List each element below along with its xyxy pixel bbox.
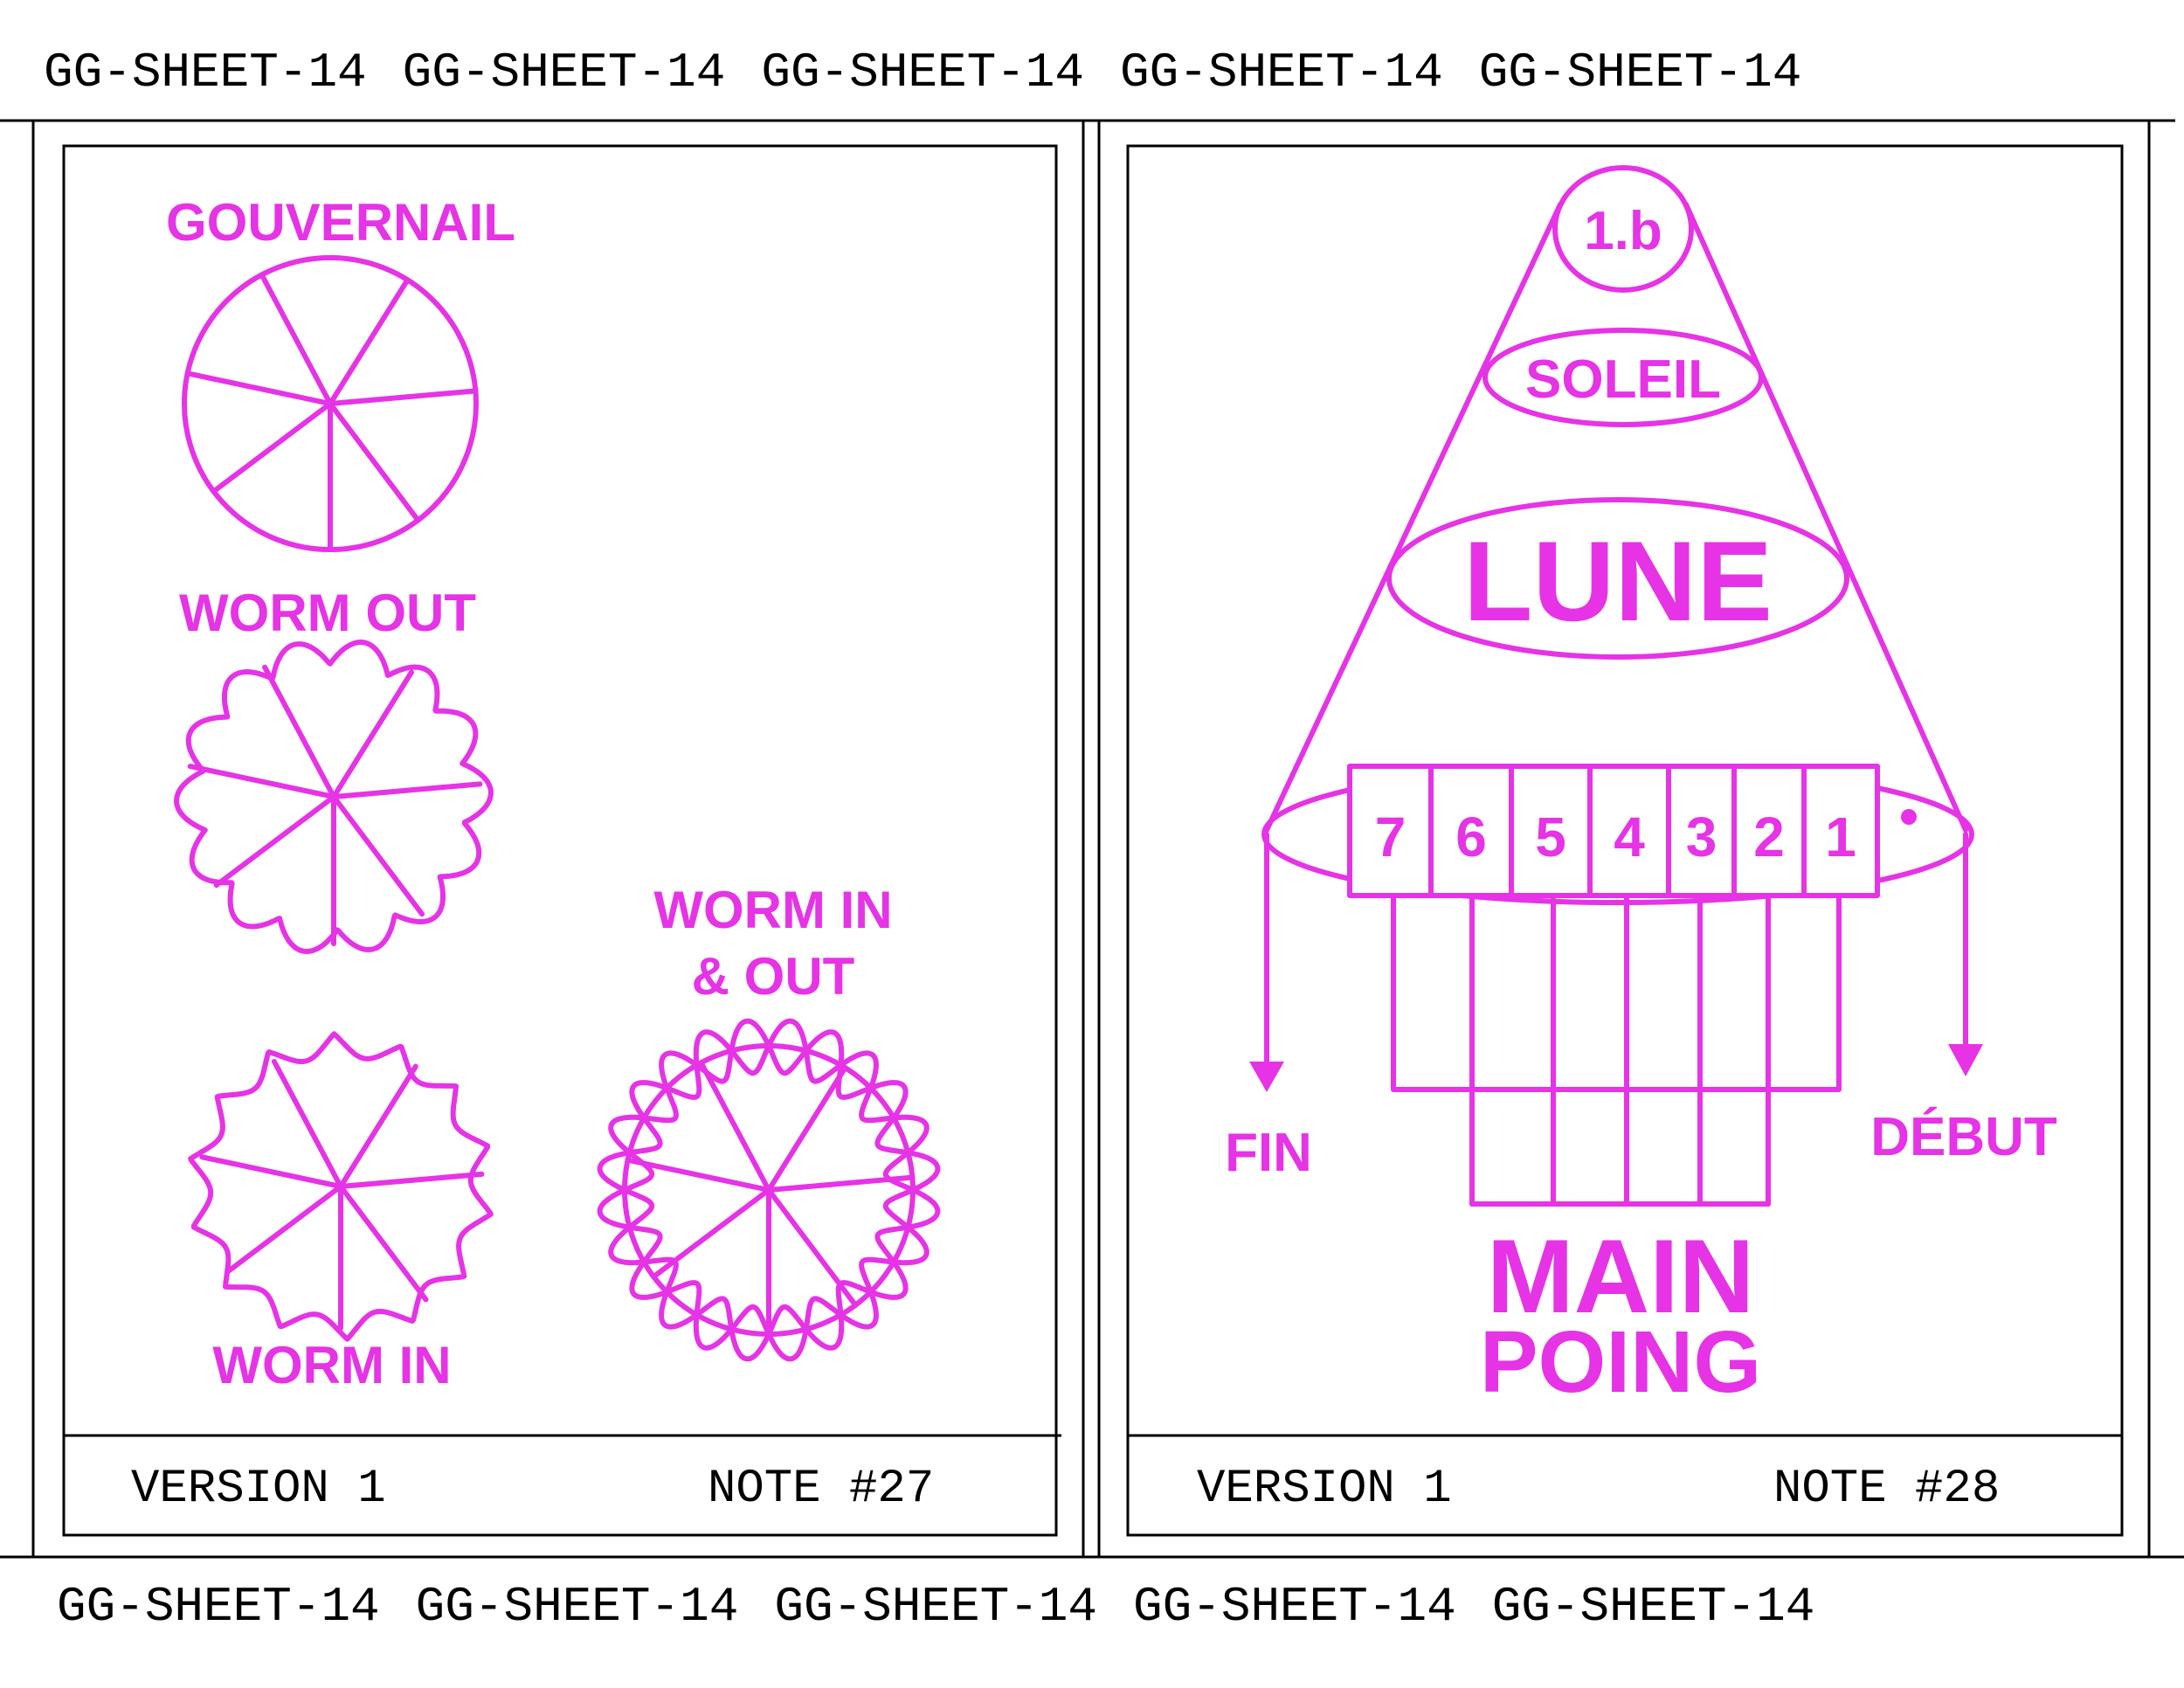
lune-label: LUNE [1463,517,1773,645]
cell-number: 1 [1825,806,1856,868]
sheet-frame [0,119,2184,1559]
spoke [338,1171,485,1189]
poing-label: POING [1480,1313,1761,1411]
gouvernail-wheel-icon [182,255,479,552]
soleil-ellipse [1482,328,1764,427]
worm-out-figure [174,640,494,954]
worm-in-label: WORM IN [212,1336,451,1394]
card-right-version: VERSION 1 [1197,1463,1452,1516]
header-band-item: GG-SHEET-14 [402,45,726,100]
cell-number: 5 [1535,806,1566,868]
spoke [199,1154,343,1189]
spoke [331,669,414,799]
cell-number: 2 [1753,806,1785,868]
spoke [225,1184,343,1275]
worm-in-out-figure [597,1018,941,1362]
debut-arrow-icon [1948,832,1983,1076]
cell-number: 4 [1614,806,1645,868]
main-label: MAIN [1487,1218,1755,1335]
card-right-note: NOTE #28 [1773,1463,2000,1516]
footer-band-item: GG-SHEET-14 [415,1579,739,1635]
spoke [259,272,333,406]
header-band-item: GG-SHEET-14 [44,45,367,100]
cone-outline [1264,202,1968,833]
spoke [625,1157,771,1193]
header-band-item: GG-SHEET-14 [1478,45,1802,100]
fingers-grid [1391,893,1842,1207]
card-left-note: NOTE #27 [708,1463,934,1516]
spoke [211,401,333,495]
spoke [766,1065,848,1193]
spoke [331,794,425,917]
spoke [213,794,336,889]
spoke [766,1174,916,1193]
spoke [271,1059,343,1189]
header-band: GG-SHEET-14 GG-SHEET-14 GG-SHEET-14 GG-S… [0,24,2184,121]
footer-band-item: GG-SHEET-14 [1133,1579,1456,1635]
worm-in-out-label-line2: & OUT [692,947,855,1006]
card-right-frame [1126,144,2124,1537]
card-left-version: VERSION 1 [131,1463,386,1516]
spoke [184,370,333,406]
worm-in-out-label-line1: WORM IN [653,881,892,939]
spoke [328,401,421,523]
top-circle [1552,165,1694,293]
spoke [331,781,483,799]
footer-band-item: GG-SHEET-14 [774,1579,1098,1635]
header-band-item: GG-SHEET-14 [761,45,1085,100]
spoke [187,764,336,799]
header-band-item: GG-SHEET-14 [1120,45,1443,100]
worm-in-figure [188,1031,494,1342]
footer-band-item: GG-SHEET-14 [57,1579,380,1635]
lune-ellipse [1386,497,1849,660]
debut-label: DÉBUT [1870,1107,2057,1167]
footer-band: GG-SHEET-14 GG-SHEET-14 GG-SHEET-14 GG-S… [0,1559,2184,1655]
spoke [338,1184,429,1303]
top-circle-label: 1.b [1584,201,1662,261]
worm-out-label: WORM OUT [179,584,476,642]
cell-number: 7 [1375,806,1406,868]
cell-number: 6 [1455,806,1487,868]
spoke [651,1187,771,1280]
cell-number: 3 [1686,806,1717,868]
spoke [338,1063,418,1189]
footer-band-item: GG-SHEET-14 [1491,1579,1815,1635]
fin-label: FIN [1225,1123,1312,1183]
fin-arrow-icon [1249,832,1284,1092]
spoke [328,388,479,406]
gouvernail-label: GOUVERNAIL [166,193,515,252]
spoke [766,1187,859,1308]
spoke [262,664,336,799]
dot-marker [1901,809,1917,825]
card-left-frame [62,144,1058,1537]
spoke [698,1060,771,1193]
spoke [328,277,411,406]
soleil-label: SOLEIL [1525,349,1721,410]
